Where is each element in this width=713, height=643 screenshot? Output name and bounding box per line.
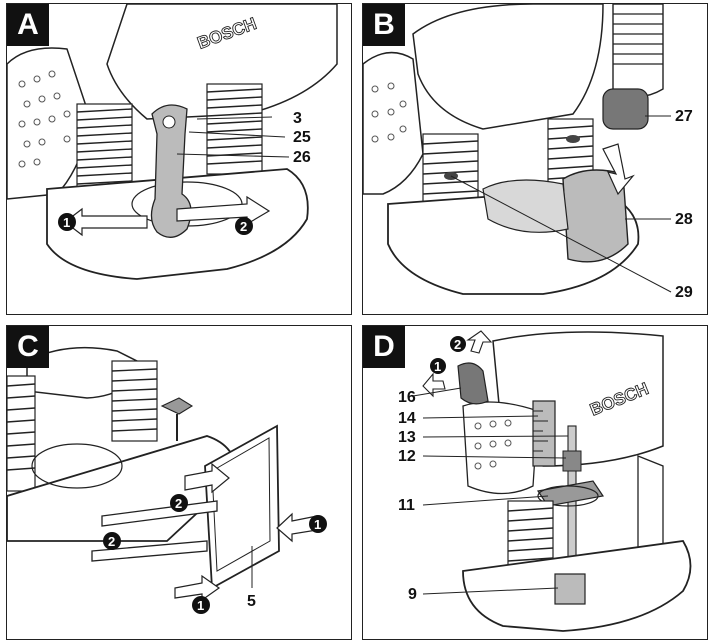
step-marker-2 — [235, 217, 253, 235]
column-spring-right — [111, 360, 158, 442]
panel-label-b: B — [363, 4, 405, 46]
arrow-step-1 — [64, 207, 148, 237]
panel-d: D BOSCH 1 2 — [362, 325, 708, 640]
base-opening — [31, 443, 123, 489]
step-turret — [554, 573, 586, 605]
callout-28: 28 — [675, 211, 693, 228]
screw-right — [566, 135, 580, 143]
arrow-step-1-lower — [174, 574, 221, 602]
leader-11 — [422, 495, 549, 506]
callout-3: 3 — [293, 110, 302, 127]
panel-b: B — [362, 3, 708, 315]
callout-25: 25 — [293, 129, 311, 146]
illustration-a: BOSCH 1 — [7, 4, 338, 280]
column-spring-right — [206, 83, 263, 175]
column-spring-left — [7, 375, 36, 492]
illustration-c: 2 2 1 1 5 — [7, 346, 327, 614]
illustration-d: BOSCH 1 2 — [398, 330, 692, 632]
panel-c: C — [6, 325, 352, 640]
step-marker-2b — [103, 532, 121, 550]
leader-25 — [188, 131, 286, 138]
step-number-2: 2 — [240, 219, 247, 234]
wing-screw — [160, 397, 194, 415]
motor-housing-left — [363, 51, 424, 195]
wrench-head — [162, 115, 176, 129]
panel-label-c: C — [7, 326, 49, 368]
step-number-1b: 1 — [197, 598, 204, 613]
step-marker-1 — [58, 213, 76, 231]
leader-12 — [422, 455, 567, 459]
guide-inner-edge — [211, 437, 271, 572]
step-marker-2 — [450, 336, 466, 352]
callout-5: 5 — [247, 593, 256, 610]
step-marker-2a — [170, 494, 188, 512]
depth-scale — [532, 400, 556, 467]
step-marker-1 — [430, 358, 446, 374]
step-number-1a: 1 — [314, 517, 321, 532]
step-marker-1a — [309, 515, 327, 533]
callout-27: 27 — [675, 108, 693, 125]
locking-lever — [457, 362, 489, 405]
arrow-lever-2 — [466, 330, 493, 354]
leader-3 — [196, 116, 273, 120]
callout-16: 16 — [398, 389, 416, 406]
leader-9 — [422, 587, 559, 595]
leader-14 — [422, 415, 539, 419]
callout-29: 29 — [675, 284, 693, 301]
step-number-2a: 2 — [175, 496, 182, 511]
parallel-guide — [204, 424, 280, 590]
leader-26 — [176, 153, 290, 158]
callout-11: 11 — [398, 497, 415, 514]
leader-16 — [412, 387, 462, 397]
step-number-1: 1 — [434, 359, 441, 374]
side-guide — [637, 455, 664, 557]
motor-housing-top — [412, 4, 604, 130]
dust-adapter — [562, 169, 629, 263]
step-number-2b: 2 — [108, 534, 115, 549]
callout-9: 9 — [408, 586, 417, 603]
guide-rod-lower — [91, 540, 208, 562]
leader-13 — [422, 435, 569, 438]
pointer — [562, 450, 582, 472]
callout-14: 14 — [398, 410, 416, 427]
wrench-tool — [150, 104, 192, 238]
step-number-1: 1 — [63, 215, 70, 230]
callout-26: 26 — [293, 149, 311, 166]
extraction-hose — [602, 4, 664, 130]
arrow-step-2 — [176, 195, 271, 226]
arrow-insert — [602, 143, 635, 196]
turret-stop — [537, 485, 599, 507]
illustration-b: 27 28 29 — [363, 4, 693, 301]
arrow-lever-1 — [422, 372, 446, 398]
arrow-step-2-upper — [184, 462, 230, 494]
panel-label-d: D — [363, 326, 405, 368]
callout-13: 13 — [398, 429, 416, 446]
callout-12: 12 — [398, 448, 416, 465]
panel-label-a: A — [7, 4, 49, 46]
step-number-2: 2 — [454, 337, 461, 352]
step-marker-1b — [192, 596, 210, 614]
panel-a: A BOSCH — [6, 3, 352, 315]
leader-29 — [450, 175, 672, 293]
dust-adapter-channel — [482, 179, 569, 233]
